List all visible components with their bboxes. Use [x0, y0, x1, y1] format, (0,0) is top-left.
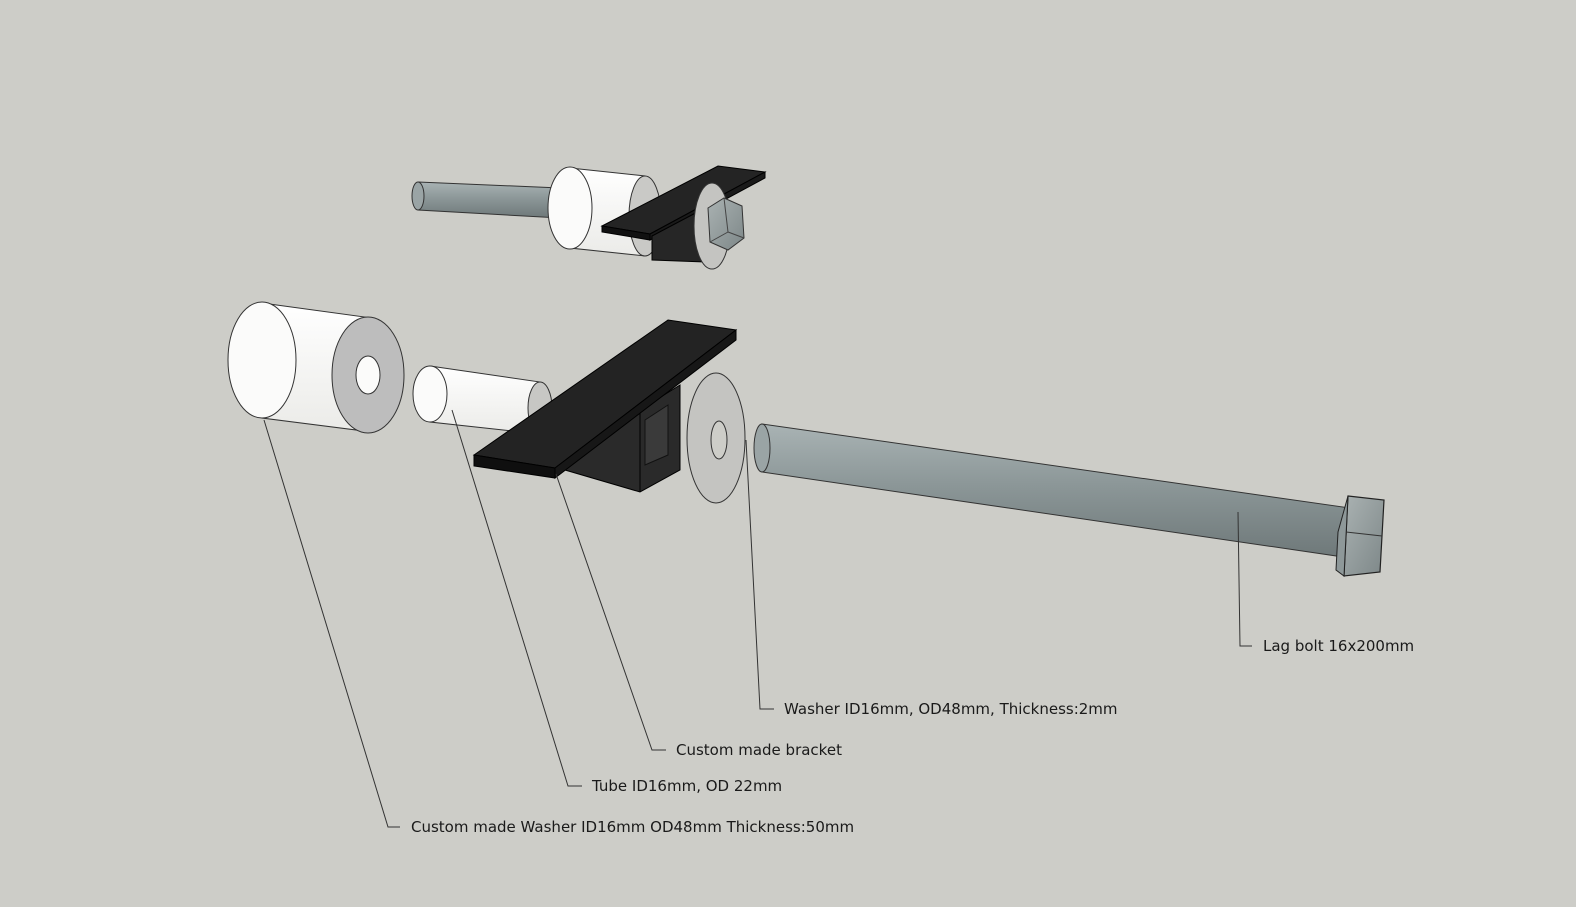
label-custom-washer: Custom made Washer ID16mm OD48mm Thickne… — [411, 818, 854, 836]
leader-lag-bolt — [1237, 511, 1252, 647]
label-bracket: Custom made bracket — [676, 741, 842, 759]
label-lag-bolt: Lag bolt 16x200mm — [1263, 637, 1414, 655]
label-tube: Tube ID16mm, OD 22mm — [591, 777, 782, 795]
washer-part — [686, 372, 746, 504]
bracket-part — [472, 319, 738, 493]
leader-lines — [263, 409, 1252, 828]
leader-tube — [451, 409, 582, 787]
assembled-bolt-shank — [411, 181, 561, 219]
assembled-bolt-head — [707, 197, 745, 251]
label-washer: Washer ID16mm, OD48mm, Thickness:2mm — [784, 700, 1118, 718]
leader-bracket — [555, 473, 666, 751]
leader-custom-washer — [263, 419, 400, 828]
assembled-custom-washer — [547, 166, 662, 257]
custom-washer-part — [227, 301, 405, 434]
exploded-view — [227, 301, 1385, 577]
labels: Custom made Washer ID16mm OD48mm Thickne… — [411, 637, 1414, 836]
assembled-view — [411, 165, 767, 270]
lag-bolt-part — [753, 423, 1385, 577]
leader-washer — [745, 439, 774, 710]
